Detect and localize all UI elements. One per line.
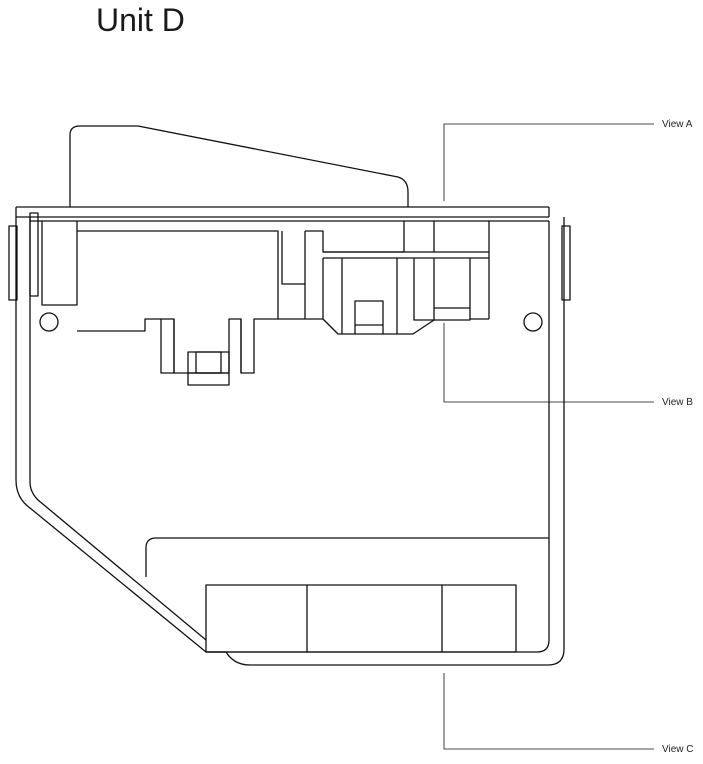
bottom-connector-block — [205, 584, 517, 653]
left-side-tab — [8, 225, 18, 301]
view-a-label: View A — [662, 119, 693, 130]
inner-body-outline — [29, 217, 207, 641]
lower-panel — [145, 537, 549, 577]
right-side-tab — [561, 225, 571, 301]
view-c-leader — [443, 673, 654, 750]
diagram-title: Unit D — [96, 2, 185, 38]
main-body-outline — [15, 217, 565, 666]
left-bracket — [29, 212, 78, 306]
left-connector-block — [77, 230, 279, 386]
center-channel — [278, 221, 405, 320]
left-mounting-hole — [39, 312, 59, 332]
view-c-label: View C — [662, 744, 694, 755]
view-a-leader — [443, 123, 654, 201]
right-connector-block — [322, 221, 490, 335]
view-b-label: View B — [662, 397, 693, 408]
top-cover — [69, 125, 409, 207]
right-mounting-hole — [523, 312, 543, 332]
top-rail — [15, 206, 549, 222]
view-b-leader — [443, 323, 654, 403]
